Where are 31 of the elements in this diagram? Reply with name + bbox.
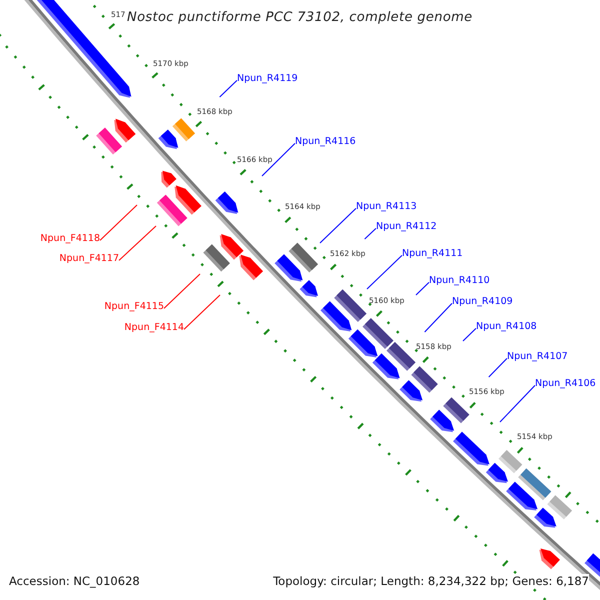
leader-line (118, 226, 156, 261)
gene-label: Npun_R4111 (402, 248, 463, 260)
leader-line (500, 384, 536, 422)
leader-line (164, 274, 200, 309)
leader-line (366, 254, 402, 290)
leader-line (219, 80, 238, 98)
leader-line (100, 204, 138, 241)
gene-label: Npun_R4108 (476, 321, 537, 333)
leader-line (184, 294, 220, 330)
genome-stats-label: Topology: circular; Length: 8,234,322 bp; Genes: 6,187 (273, 574, 589, 588)
leader-line (364, 228, 376, 240)
gene-label: Npun_F4114 (124, 322, 184, 334)
leader-line (262, 142, 296, 176)
gene-label: Npun_R4113 (356, 201, 417, 213)
gene-label: Npun_R4109 (452, 296, 513, 308)
leader-line (488, 358, 508, 378)
gene-label: Npun_F4118 (40, 233, 100, 245)
gene-label: Npun_F4115 (104, 301, 164, 313)
gene-label: Npun_R4112 (376, 221, 437, 233)
diagram-title: Nostoc punctiforme PCC 73102, complete genome (127, 9, 472, 27)
leader-line (424, 302, 452, 332)
gene-label: Npun_R4116 (295, 136, 356, 148)
gene-label: Npun_F4117 (59, 253, 119, 265)
leader-line (462, 328, 476, 342)
accession-label: Accession: NC_010628 (9, 574, 140, 588)
gene-label: Npun_R4119 (237, 73, 298, 85)
gene-label: Npun_R4106 (535, 378, 596, 390)
gene-label: Npun_R4110 (429, 275, 490, 287)
leader-line (320, 208, 356, 244)
leader-line (416, 282, 430, 296)
gene-label: Npun_R4107 (507, 351, 568, 363)
